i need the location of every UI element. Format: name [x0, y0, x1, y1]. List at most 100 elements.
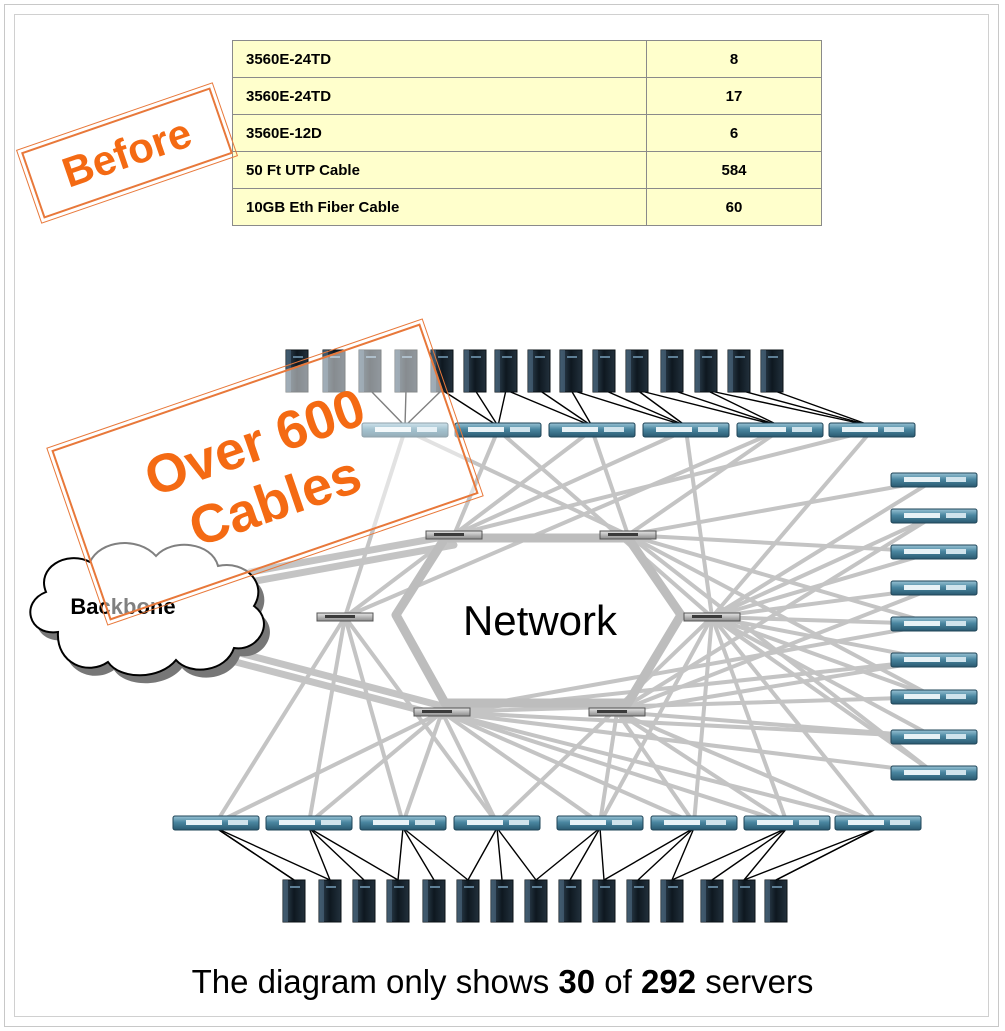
cable-link	[401, 710, 444, 825]
caption-shown-count: 30	[558, 963, 596, 1000]
cable-link	[710, 615, 936, 775]
cable-link	[343, 615, 405, 825]
network-label: Network	[463, 597, 618, 644]
switch-icon	[890, 508, 978, 524]
cable-link	[496, 827, 503, 881]
cable-link	[692, 615, 714, 825]
switch-icon	[890, 689, 978, 705]
cable-link	[569, 827, 601, 881]
cable-link	[626, 533, 936, 699]
qty-cell: 6	[646, 114, 822, 152]
cable-link	[711, 827, 788, 881]
cable-link	[535, 827, 601, 881]
cable-link	[743, 827, 879, 881]
server-icon	[760, 349, 784, 393]
server-icon	[352, 879, 376, 923]
cable-link	[615, 710, 789, 825]
cable-link	[497, 389, 507, 427]
cable-link	[214, 615, 347, 825]
caption-middle: of	[595, 963, 641, 1000]
server-icon	[727, 349, 751, 393]
server-icon	[626, 879, 650, 923]
server-icon	[456, 879, 480, 923]
cable-link	[626, 533, 936, 775]
switch-icon	[683, 612, 741, 622]
cable-link	[626, 533, 936, 554]
cable-link	[775, 827, 879, 881]
switch-icon	[890, 472, 978, 488]
qty-cell: 17	[646, 77, 822, 115]
server-icon	[732, 879, 756, 923]
switch-icon	[265, 815, 353, 831]
cable-link	[440, 710, 880, 825]
item-cell: 50 Ft UTP Cable	[232, 151, 647, 189]
cable-link	[637, 827, 695, 881]
cable-link	[599, 827, 605, 881]
cable-link	[710, 428, 874, 619]
switch-icon	[890, 616, 978, 632]
cable-link	[440, 710, 499, 825]
cable-link	[710, 615, 880, 825]
cable-link	[771, 389, 873, 427]
cable-link	[505, 389, 593, 427]
server-icon	[527, 349, 551, 393]
qty-cell: 8	[646, 40, 822, 78]
cable-link	[246, 531, 458, 576]
server-icon	[422, 879, 446, 923]
server-icon	[524, 879, 548, 923]
cable-link	[743, 827, 788, 881]
cable-link	[402, 827, 469, 881]
cable-link	[467, 827, 498, 881]
item-cell: 3560E-24TD	[232, 40, 647, 78]
cable-link	[308, 827, 331, 881]
server-icon	[592, 879, 616, 923]
cable-link	[626, 478, 936, 537]
cable-link	[636, 389, 781, 427]
switch-icon	[890, 544, 978, 560]
cable-link	[570, 389, 687, 427]
cable-link	[570, 389, 593, 427]
cable-link	[215, 827, 295, 881]
server-icon	[700, 879, 724, 923]
cable-link	[738, 389, 873, 427]
cable-link	[440, 622, 936, 714]
cable-link	[402, 827, 435, 881]
cable-link	[452, 428, 500, 537]
cable-link	[215, 827, 331, 881]
table-row: 10GB Eth Fiber Cable 60	[232, 188, 822, 226]
switch-icon	[890, 580, 978, 596]
switch-icon	[834, 815, 922, 831]
cable-link	[440, 710, 696, 825]
switch-icon	[743, 815, 831, 831]
switch-icon	[454, 422, 542, 438]
switch-icon	[588, 707, 646, 717]
cable-link	[440, 710, 936, 739]
cable-link	[626, 533, 936, 626]
switch-icon	[359, 815, 447, 831]
cable-link	[308, 827, 399, 881]
cable-link	[452, 428, 688, 537]
cable-link	[603, 827, 695, 881]
table-row: 50 Ft UTP Cable 584	[232, 151, 822, 189]
table-row: 3560E-24TD 17	[232, 77, 822, 115]
cable-link	[710, 615, 936, 739]
server-icon	[694, 349, 718, 393]
switch-icon	[316, 612, 374, 622]
server-icon	[764, 879, 788, 923]
server-icon	[490, 879, 514, 923]
cable-link	[671, 827, 788, 881]
caption-prefix: The diagram only shows	[191, 963, 559, 1000]
cable-link	[343, 428, 594, 619]
switch-icon	[890, 765, 978, 781]
table-row: 3560E-24TD 8	[232, 40, 822, 78]
cable-link	[590, 428, 630, 537]
switch-icon	[413, 707, 471, 717]
switch-icon	[736, 422, 824, 438]
cable-link	[224, 646, 446, 710]
cable-link	[710, 478, 936, 619]
switch-icon	[599, 530, 657, 540]
slide-inner-border	[14, 14, 989, 1017]
cable-link	[495, 615, 714, 825]
server-cable-links	[215, 389, 879, 881]
item-cell: 3560E-12D	[232, 114, 647, 152]
